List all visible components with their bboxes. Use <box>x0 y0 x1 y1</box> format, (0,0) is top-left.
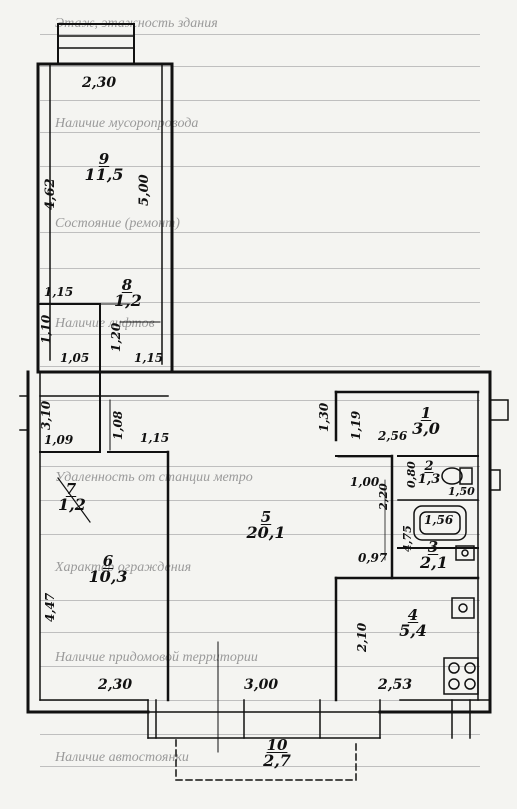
underlay-line: Наличие автостоянки <box>55 750 189 765</box>
dim-2-10: 2,10 <box>355 622 369 652</box>
dim-2-56: 2,56 <box>378 429 408 443</box>
dim-1-15-mid: 1,15 <box>134 351 164 365</box>
room-3-area: 2,1 <box>420 553 448 572</box>
room-3-label: 3 2,1 <box>420 538 448 572</box>
dim-1-56: 1,56 <box>424 513 454 527</box>
underlay-line: Наличие придомовой территории <box>55 650 258 665</box>
room-2-label: 2 1,3 <box>416 460 442 486</box>
room-9-number: 9 <box>98 150 110 168</box>
room-6-area: 10,3 <box>88 567 128 586</box>
dim-1-00: 1,00 <box>350 475 380 489</box>
room-7-number: 7 <box>65 480 77 498</box>
underlay-line: Этаж, этажность здания <box>55 16 218 31</box>
dim-4-75: 4,75 <box>401 525 414 552</box>
underlay-line: Характер ограждения <box>55 560 192 575</box>
room-9-area: 11,5 <box>84 165 124 184</box>
dim-0-80: 0,80 <box>405 461 418 488</box>
room-10-label: 10 2,7 <box>262 738 292 769</box>
dim-1-15-lower: 1,15 <box>140 431 170 445</box>
room-6-number: 6 <box>102 552 114 570</box>
dim-5-00: 5,00 <box>137 174 152 206</box>
room-9-label: 9 11,5 <box>84 152 124 183</box>
dim-3-10: 3,10 <box>39 400 53 430</box>
dim-1-19: 1,19 <box>349 410 363 440</box>
room-2-area: 1,3 <box>417 472 441 487</box>
room-1-label: 1 3,0 <box>412 406 440 437</box>
dim-1-15-left: 1,15 <box>44 285 74 299</box>
dim-1-09: 1,09 <box>44 433 74 447</box>
dim-2-20: 2,20 <box>377 483 390 510</box>
dim-2-53: 2,53 <box>378 677 413 693</box>
room-4-area: 5,4 <box>399 621 427 640</box>
room-4-number: 4 <box>407 606 419 624</box>
underlay-line: Наличие лифтов <box>55 316 155 331</box>
dim-1-05: 1,05 <box>60 351 90 365</box>
room-2-number: 2 <box>424 459 434 474</box>
room-5-area: 20,1 <box>246 523 286 542</box>
underlay-line: Состояние (ремонт) <box>55 216 180 231</box>
dim-1-08: 1,08 <box>111 410 125 440</box>
dim-0-97: 0,97 <box>358 551 388 565</box>
room-10-area: 2,7 <box>263 751 291 770</box>
dim-3-00: 3,00 <box>244 677 279 693</box>
room-8-label: 8 1,2 <box>114 276 142 310</box>
dim-1-10: 1,10 <box>39 314 53 344</box>
room-8-number: 8 <box>121 276 133 294</box>
dim-2-30-top: 2,30 <box>82 75 117 91</box>
room-8-area: 1,2 <box>114 291 142 310</box>
room-7-label: 7 1,2 <box>58 480 86 514</box>
dim-4-47: 4,47 <box>43 592 57 622</box>
dim-2-30-bottom: 2,30 <box>98 677 133 693</box>
dim-1-30: 1,30 <box>317 402 331 432</box>
dim-1-20: 1,20 <box>109 322 123 352</box>
room-3-number: 3 <box>427 538 439 556</box>
room-4-label: 4 5,4 <box>398 608 428 639</box>
dim-4-62: 4,62 <box>43 178 58 210</box>
room-5-label: 5 20,1 <box>246 510 286 541</box>
underlay-line: Удаленность от станции метро <box>55 470 253 485</box>
room-7-area: 1,2 <box>58 495 86 514</box>
room-1-area: 3,0 <box>412 419 440 438</box>
room-1-number: 1 <box>420 404 432 422</box>
dim-1-50: 1,50 <box>448 485 475 498</box>
room-6-label: 6 10,3 <box>88 554 128 585</box>
room-10-number: 10 <box>266 736 288 754</box>
room-5-number: 5 <box>260 508 272 526</box>
